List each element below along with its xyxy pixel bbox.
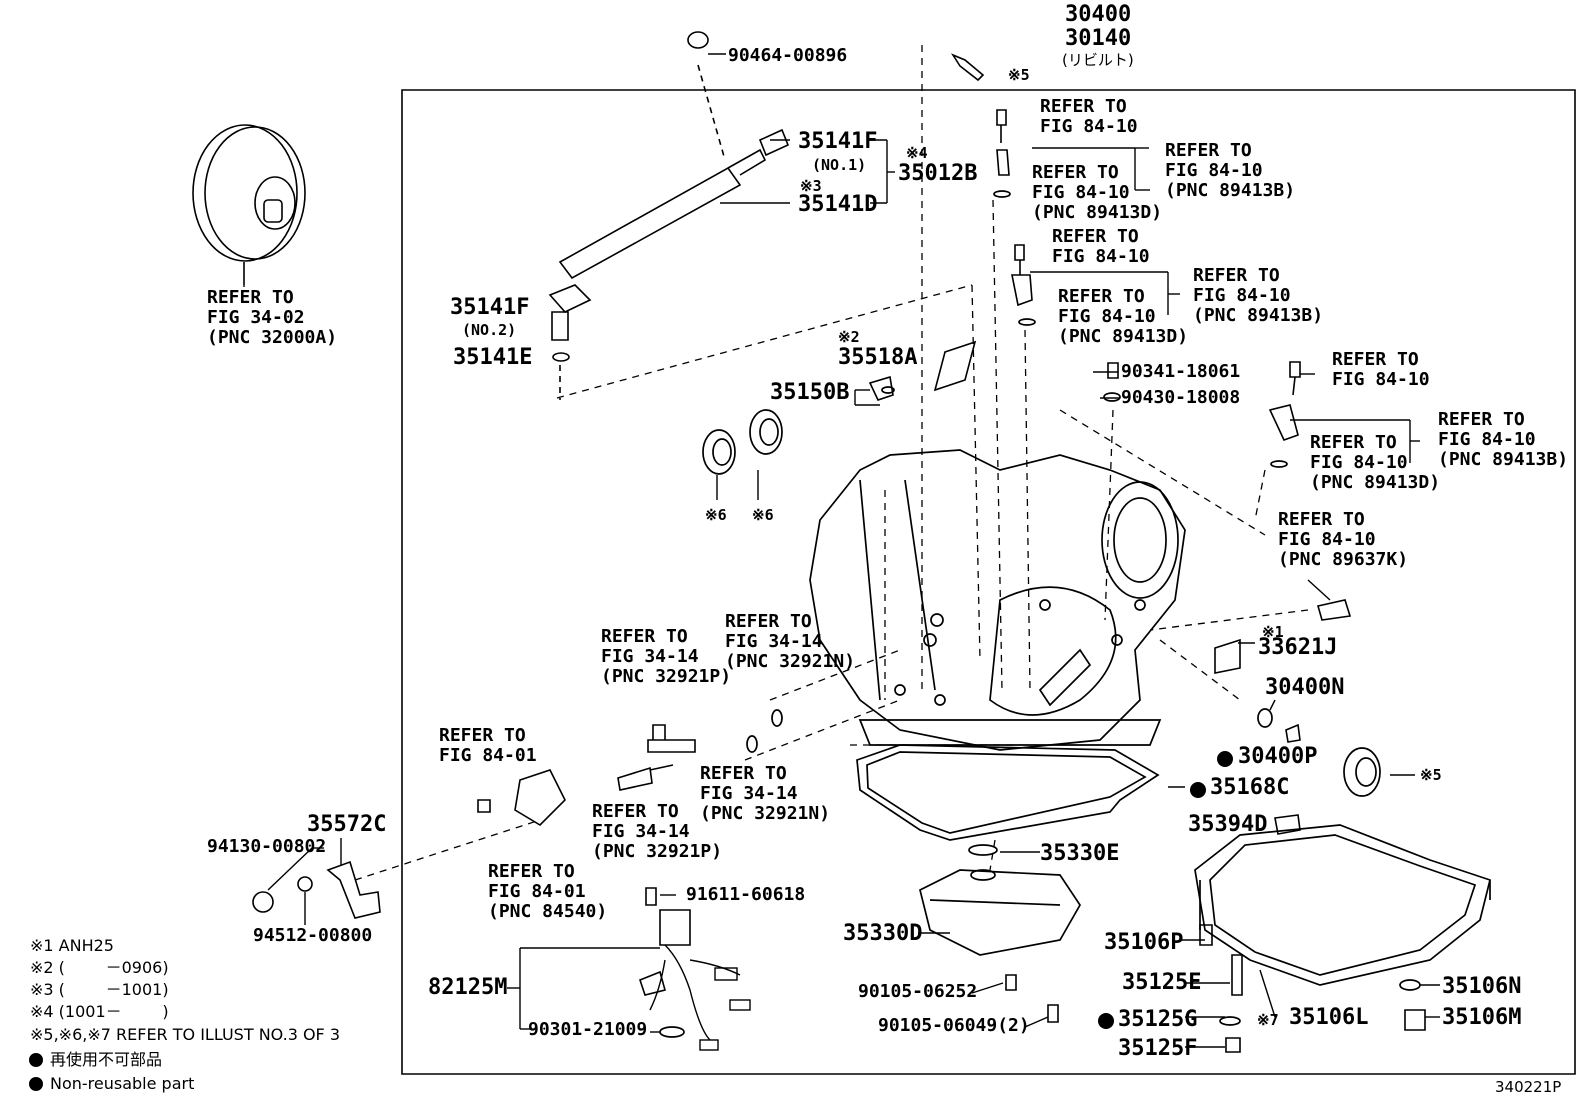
footnote-3: ※3 ( －1001): [30, 980, 169, 999]
bolts-and-sensors: [252, 53, 1426, 1053]
main-assembly-pn1: 30400: [1065, 2, 1132, 27]
oil-pan: [1194, 824, 1492, 986]
nonreusable-dot-35168C: [1190, 782, 1206, 798]
label-35141E[interactable]: 35141E: [453, 345, 533, 370]
oil-strainer: [919, 844, 1081, 956]
figure-id: 340221P: [1495, 1078, 1562, 1096]
leader-lines: [243, 139, 1440, 1048]
label-35125E[interactable]: 35125E: [1122, 970, 1202, 995]
footnote-4: ※4 (1001－ ): [30, 1002, 169, 1021]
refer-note-5[interactable]: REFER TO FIG 84-10 (PNC 89413B): [1193, 265, 1324, 326]
mark7: ※7: [1257, 1011, 1279, 1029]
refer-note-9[interactable]: REFER TO FIG 84-10 (PNC 89413D): [1310, 432, 1441, 493]
nonreusable-dot-30400P: [1217, 751, 1233, 767]
label-35168C[interactable]: 35168C: [1210, 775, 1290, 800]
label-35572C[interactable]: 35572C: [307, 812, 387, 837]
label-94512-00800[interactable]: 94512-00800: [253, 925, 373, 946]
label-35012B[interactable]: 35012B: [898, 161, 978, 186]
main-assembly-note: (リビルト): [1062, 51, 1134, 69]
mark4: ※4: [906, 144, 928, 162]
mark6a: ※6: [705, 506, 727, 524]
label-90301-21009[interactable]: 90301-21009: [528, 1019, 648, 1040]
footnote-1: ※1 ANH25: [30, 936, 114, 955]
legend-dot-1: [29, 1053, 43, 1067]
label-35141F-no2[interactable]: 35141F: [450, 295, 530, 320]
label-82125M[interactable]: 82125M: [428, 975, 508, 1000]
footnote-2: ※2 ( －0906): [30, 958, 169, 977]
oil-seals: [659, 190, 1421, 1038]
label-90105-06252[interactable]: 90105-06252: [858, 981, 978, 1002]
refer-note-7[interactable]: REFER TO FIG 84-10: [1332, 349, 1430, 390]
label-30400P[interactable]: 30400P: [1238, 744, 1318, 769]
reference-lines: [354, 45, 1309, 881]
refer-torque-converter[interactable]: REFER TO FIG 34-02 (PNC 32000A): [207, 287, 338, 348]
label-94130-00802[interactable]: 94130-00802: [207, 836, 327, 857]
mark6b: ※6: [752, 506, 774, 524]
refer-note-4[interactable]: REFER TO FIG 84-10: [1052, 226, 1150, 267]
refer-note-12[interactable]: REFER TO FIG 34-14 (PNC 32921P): [601, 626, 732, 687]
nonreusable-dot-35125G: [1098, 1013, 1114, 1029]
transmission-case: [809, 449, 1186, 751]
label-no1: (NO.1): [812, 156, 867, 174]
mark1: ※1: [1262, 623, 1284, 641]
label-30400N[interactable]: 30400N: [1265, 675, 1345, 700]
mark3: ※3: [800, 177, 822, 195]
label-35141F-no1[interactable]: 35141F: [798, 129, 878, 154]
label-35150B[interactable]: 35150B: [770, 380, 850, 405]
oil-level-tube: [548, 31, 790, 400]
mark5-right: ※5: [1420, 766, 1442, 784]
refer-note-6[interactable]: REFER TO FIG 84-10 (PNC 89413D): [1058, 286, 1189, 347]
label-35394D[interactable]: 35394D: [1188, 812, 1268, 837]
label-33621J[interactable]: 33621J: [1258, 635, 1338, 660]
label-90464-00896[interactable]: 90464-00896: [728, 45, 848, 66]
label-35330E[interactable]: 35330E: [1040, 841, 1120, 866]
refer-note-3[interactable]: REFER TO FIG 84-10 (PNC 89413D): [1032, 162, 1163, 223]
label-90105-06049[interactable]: 90105-06049(2): [878, 1015, 1030, 1036]
refer-note-11[interactable]: REFER TO FIG 34-14 (PNC 32921N): [725, 611, 856, 672]
refer-note-10[interactable]: REFER TO FIG 84-10 (PNC 89637K): [1278, 509, 1409, 570]
footnote-5: ※5,※6,※7 REFER TO ILLUST NO.3 OF 3: [30, 1025, 341, 1044]
label-35125F[interactable]: 35125F: [1118, 1036, 1198, 1061]
torque-converter: [192, 124, 306, 285]
refer-note-13[interactable]: REFER TO FIG 34-14 (PNC 32921N): [700, 763, 831, 824]
footnote-6: 再使用不可部品: [50, 1050, 163, 1069]
refer-note-14[interactable]: REFER TO FIG 34-14 (PNC 32921P): [592, 801, 723, 862]
oil-pan-gasket: [856, 744, 1160, 841]
refer-note-15[interactable]: REFER TO FIG 84-01: [439, 725, 537, 766]
wiring-harness: [649, 944, 751, 1051]
assembly-frame: [401, 89, 1576, 1075]
label-90430-18008[interactable]: 90430-18008: [1121, 387, 1241, 408]
label-35518A[interactable]: 35518A: [838, 345, 918, 370]
label-91611-60618[interactable]: 91611-60618: [686, 884, 806, 905]
label-35106N[interactable]: 35106N: [1442, 974, 1522, 999]
label-35106M[interactable]: 35106M: [1442, 1005, 1522, 1030]
mark2: ※2: [838, 328, 860, 346]
refer-note-16[interactable]: REFER TO FIG 84-01 (PNC 84540): [488, 861, 608, 922]
refer-note-2[interactable]: REFER TO FIG 84-10 (PNC 89413B): [1165, 140, 1296, 201]
label-no2: (NO.2): [462, 321, 517, 339]
main-assembly-pn2: 30140: [1065, 26, 1132, 51]
label-35106L[interactable]: 35106L: [1289, 1005, 1369, 1030]
label-35106P[interactable]: 35106P: [1104, 930, 1184, 955]
label-35141D[interactable]: 35141D: [798, 192, 878, 217]
legend-dot-2: [29, 1077, 43, 1091]
footnote-7: Non-reusable part: [50, 1074, 195, 1093]
label-35330D[interactable]: 35330D: [843, 921, 923, 946]
mark5-top: ※5: [1008, 66, 1030, 84]
label-90341-18061[interactable]: 90341-18061: [1121, 361, 1241, 382]
refer-note-1[interactable]: REFER TO FIG 84-10: [1040, 96, 1138, 137]
refer-note-8[interactable]: REFER TO FIG 84-10 (PNC 89413B): [1438, 409, 1569, 470]
label-35125G[interactable]: 35125G: [1118, 1007, 1198, 1032]
